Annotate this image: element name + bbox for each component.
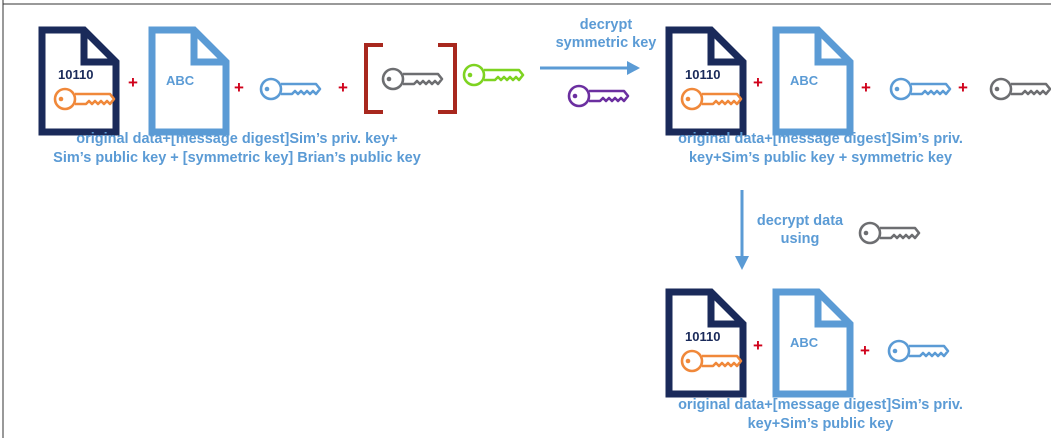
decrypt-data-label-line1: decrypt data: [756, 213, 844, 229]
abc-document-icon: ABC: [148, 26, 230, 136]
plus-sign: +: [234, 78, 244, 97]
gray-key-icon: [858, 221, 921, 245]
abc-document-text: ABC: [790, 335, 819, 350]
abc-document-text: ABC: [790, 73, 819, 88]
plus-sign: +: [128, 73, 138, 92]
final-caption-line1: original data+[message digest]Sim’s priv…: [678, 397, 963, 413]
abc-document-icon: ABC: [772, 288, 854, 398]
plus-sign: +: [861, 78, 871, 97]
plus-sign: +: [753, 336, 763, 355]
decrypt-symmetric-arrow: [540, 61, 640, 75]
plus-sign: +: [753, 73, 763, 92]
binary-document-text: 10110: [685, 67, 720, 82]
abc-document-text: ABC: [166, 73, 195, 88]
public-key-icon: [889, 77, 952, 101]
decrypt-data-label: decrypt data using: [744, 212, 856, 248]
source-caption: original data+[message digest]Sim’s priv…: [17, 130, 457, 168]
decrypted-key-caption-line1: original data+[message digest]Sim’s priv…: [678, 131, 963, 147]
abc-document-icon: ABC: [772, 26, 854, 136]
binary-document-icon: 10110: [38, 26, 120, 136]
binary-document-text: 10110: [58, 67, 93, 82]
binary-document-icon: 10110: [665, 288, 747, 398]
source-caption-line1: original data+[message digest]Sim’s priv…: [76, 131, 398, 147]
decrypt-symmetric-label-line1: decrypt: [579, 17, 633, 33]
decrypt-symmetric-label: decrypt symmetric key: [541, 16, 671, 52]
final-caption-line2: key+Sim’s public key: [747, 416, 894, 432]
green-key-icon: [462, 63, 525, 87]
decrypted-key-caption: original data+[message digest]Sim’s priv…: [633, 130, 1008, 168]
plus-sign: +: [338, 78, 348, 97]
decrypt-data-arrow: [735, 190, 749, 270]
plus-sign: +: [958, 78, 968, 97]
public-key-icon: [887, 339, 950, 363]
encrypted-key-bracket-icon: [364, 43, 457, 114]
binary-document-icon: 10110: [665, 26, 747, 136]
decrypt-symmetric-label-line2: symmetric key: [555, 35, 657, 51]
plus-sign: +: [860, 341, 870, 360]
decrypt-data-label-line2: using: [780, 231, 820, 247]
gray-key-icon: [381, 67, 444, 91]
public-key-icon: [259, 77, 322, 101]
purple-key-icon: [567, 84, 630, 108]
source-caption-line2: Sim’s public key + [symmetric key] Brian…: [53, 150, 421, 166]
gray-key-icon: [989, 77, 1051, 101]
binary-document-text: 10110: [685, 329, 720, 344]
decrypted-key-caption-line2: key+Sim’s public key + symmetric key: [688, 150, 953, 166]
final-caption: original data+[message digest]Sim’s priv…: [633, 396, 1008, 434]
